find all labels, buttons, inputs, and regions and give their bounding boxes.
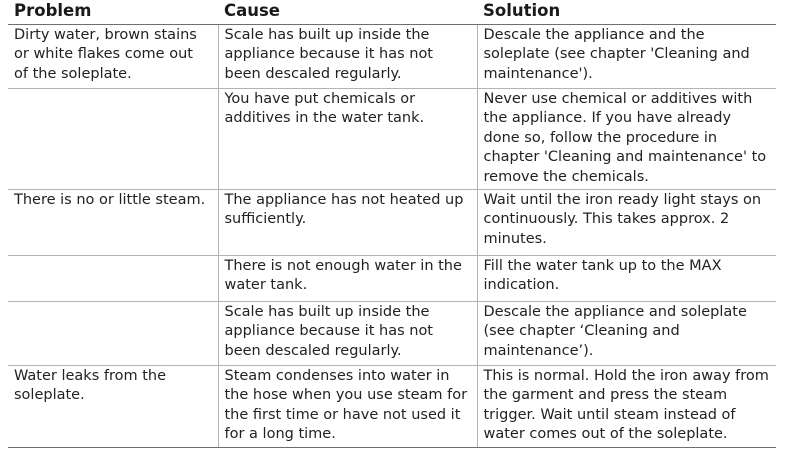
table-row: Dirty water, brown stains or white flake… xyxy=(8,24,776,89)
problem-cell: Dirty water, brown stains or white flake… xyxy=(8,24,218,89)
cause-cell: The appliance has not heated up sufficie… xyxy=(217,189,477,257)
cause-cell: There is not enough water in the water t… xyxy=(217,255,477,303)
cause-cell: Scale has built up inside the appliance … xyxy=(217,24,477,89)
solution-cell: Wait until the iron ready light stays on… xyxy=(476,189,776,257)
header-cause: Cause xyxy=(218,0,477,25)
problem-cell: Water leaks from the soleplate. xyxy=(8,365,218,448)
problem-cell xyxy=(8,88,218,191)
solution-cell: Descale the appliance and the soleplate … xyxy=(476,24,776,89)
table-row: You have put chemicals or additives in t… xyxy=(8,88,776,191)
problem-cell xyxy=(8,255,218,303)
header-solution: Solution xyxy=(477,0,776,25)
solution-cell: Descale the appliance and soleplate (see… xyxy=(476,301,776,367)
cause-cell: You have put chemicals or additives in t… xyxy=(217,88,477,191)
problem-cell: There is no or little steam. xyxy=(8,189,218,257)
table-header-row: Problem Cause Solution xyxy=(8,0,776,25)
cause-cell: Scale has built up inside the appliance … xyxy=(217,301,477,367)
problem-cell xyxy=(8,301,218,367)
solution-cell: Never use chemical or additives with the… xyxy=(476,88,776,191)
troubleshooting-table: Problem Cause Solution Dirty water, brow… xyxy=(8,0,776,448)
table-row: There is no or little steam. The applian… xyxy=(8,189,776,257)
solution-cell: Fill the water tank up to the MAX indica… xyxy=(476,255,776,303)
solution-cell: This is normal. Hold the iron away from … xyxy=(476,365,776,448)
table-row: Scale has built up inside the appliance … xyxy=(8,301,776,367)
cause-cell: Steam condenses into water in the hose w… xyxy=(217,365,477,448)
table-row: Water leaks from the soleplate. Steam co… xyxy=(8,365,776,448)
table-row: There is not enough water in the water t… xyxy=(8,255,776,303)
header-problem: Problem xyxy=(8,0,218,25)
